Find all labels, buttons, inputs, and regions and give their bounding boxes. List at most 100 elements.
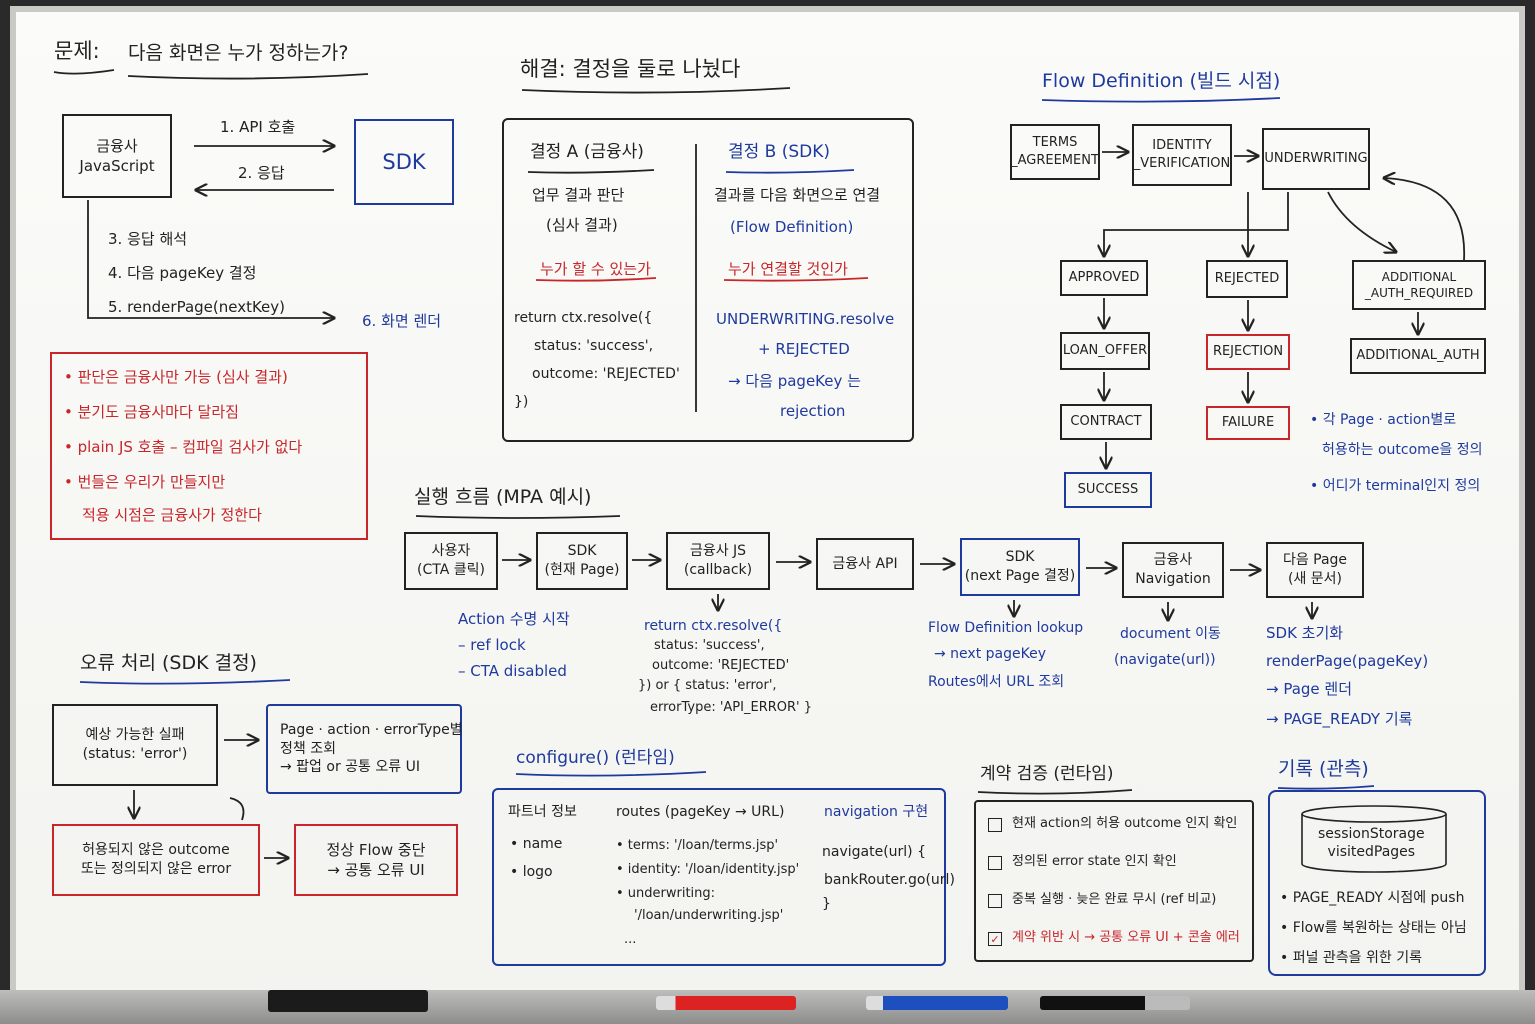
exec-bank-api-label: 금융사 API bbox=[832, 555, 898, 572]
node-failure: FAILURE bbox=[1206, 406, 1290, 440]
contract-checkbox-checked: ✓ bbox=[988, 932, 1002, 946]
exec-sdk-current: SDK (현재 Page) bbox=[536, 532, 628, 590]
decision-a-code-1: return ctx.resolve({ bbox=[514, 310, 653, 326]
node-underwriting-label: UNDERWRITING bbox=[1264, 151, 1368, 167]
decision-b-code-2: + REJECTED bbox=[758, 340, 850, 358]
exec-next-page-label: 다음 Page (새 문서) bbox=[1282, 552, 1348, 587]
note-user-2: – ref lock bbox=[458, 636, 526, 654]
issue-5: 적용 시점은 금융사가 정한다 bbox=[82, 506, 262, 524]
connector-arrows bbox=[53, 69, 1465, 990]
contract-item-3: 중복 실행 · 늦은 완료 무시 (ref 비교) bbox=[1012, 892, 1217, 907]
partner-item-2: • logo bbox=[510, 864, 553, 880]
node-approved-label: APPROVED bbox=[1068, 270, 1140, 286]
step-1: 1. API 호출 bbox=[220, 118, 296, 136]
flow-note-3: • 어디가 terminal인지 정의 bbox=[1310, 478, 1481, 494]
err-policy-label: Page · action · errorType별 정책 조회 → 팝업 or… bbox=[280, 721, 463, 776]
note-next-3: → Page 렌더 bbox=[1266, 680, 1353, 698]
err-stop: 정상 Flow 중단 → 공통 오류 UI bbox=[294, 824, 458, 896]
node-underwriting: UNDERWRITING bbox=[1262, 128, 1370, 190]
problem-title-prefix: 문제: bbox=[54, 39, 100, 63]
errors-title: 오류 처리 (SDK 결정) bbox=[80, 652, 257, 674]
configure-box: 파트너 정보 • name • logo routes (pageKey → U… bbox=[492, 788, 955, 966]
node-identity-label: IDENTITY _VERIFICATION bbox=[1133, 138, 1231, 171]
note-js-3: outcome: 'REJECTED' bbox=[652, 658, 790, 673]
node-terms-label: TERMS _AGREEMENT bbox=[1011, 135, 1099, 168]
exec-title: 실행 흐름 (MPA 예시) bbox=[414, 486, 592, 508]
issue-4: • 번들은 우리가 만들지만 bbox=[64, 473, 226, 491]
contract-box: 현재 action의 허용 outcome 인지 확인 정의된 error st… bbox=[974, 800, 1254, 962]
contract-checkbox-3 bbox=[988, 894, 1002, 908]
node-rejection: REJECTION bbox=[1206, 334, 1290, 370]
marker-tray bbox=[0, 990, 1535, 1024]
note-next-4: → PAGE_READY 기록 bbox=[1266, 710, 1413, 728]
sdk-box: SDK bbox=[354, 119, 454, 205]
node-contract-label: CONTRACT bbox=[1070, 414, 1142, 430]
whiteboard: 문제: 다음 화면은 누가 정하는가? 금융사 JavaScript SDK 1… bbox=[10, 6, 1525, 996]
route-2: • identity: '/loan/identity.jsp' bbox=[616, 862, 800, 877]
route-4: '/loan/underwriting.jsp' bbox=[634, 908, 784, 923]
issue-1: • 판단은 금융사만 가능 (심사 결과) bbox=[64, 368, 288, 386]
blue-marker-icon bbox=[866, 996, 1008, 1010]
contract-checkbox-1 bbox=[988, 818, 1002, 832]
exec-bank-navigation-label: 금융사 Navigation bbox=[1135, 552, 1211, 587]
node-identity: IDENTITY _VERIFICATION bbox=[1132, 124, 1232, 186]
node-additional-auth: ADDITIONAL_AUTH bbox=[1350, 338, 1486, 374]
node-rejected-label: REJECTED bbox=[1214, 271, 1280, 287]
route-3: • underwriting: bbox=[616, 886, 716, 901]
contract-item-4: 계약 위반 시 → 공통 오류 UI + 콘솔 에러 bbox=[1012, 930, 1240, 945]
solution-box: 결정 A (금융사) 업무 결과 판단 (심사 결과) 누가 할 수 있는가 r… bbox=[502, 118, 914, 442]
contract-item-2: 정의된 error state 인지 확인 bbox=[1012, 854, 1177, 869]
decision-a-desc: 업무 결과 판단 bbox=[532, 186, 625, 204]
decision-b-desc2: (Flow Definition) bbox=[730, 218, 854, 236]
err-expected: 예상 가능한 실패 (status: 'error') bbox=[52, 704, 218, 786]
decision-a-desc2: (심사 결과) bbox=[546, 216, 618, 234]
nav-code-2: bankRouter.go(url) bbox=[824, 872, 955, 888]
exec-bank-js: 금융사 JS (callback) bbox=[666, 532, 770, 590]
contract-checkbox-2 bbox=[988, 856, 1002, 870]
problem-issues-box: • 판단은 금융사만 가능 (심사 결과) • 분기도 금융사마다 달라짐 • … bbox=[50, 352, 368, 540]
route-1: • terms: '/loan/terms.jsp' bbox=[616, 838, 779, 853]
step-3: 3. 응답 해석 bbox=[108, 230, 188, 248]
err-policy: Page · action · errorType별 정책 조회 → 팝업 or… bbox=[266, 704, 463, 794]
problem-title: 다음 화면은 누가 정하는가? bbox=[128, 42, 349, 64]
node-failure-label: FAILURE bbox=[1221, 415, 1275, 431]
record-item-2: • Flow를 복원하는 상태는 아님 bbox=[1280, 920, 1467, 936]
node-success-label: SUCCESS bbox=[1077, 482, 1139, 498]
partner-heading: 파트너 정보 bbox=[508, 804, 577, 820]
contract-title: 계약 검증 (런타임) bbox=[980, 764, 1114, 784]
bank-js-label: 금융사 JavaScript bbox=[79, 136, 155, 175]
session-storage-label: sessionStorage visitedPages bbox=[1318, 826, 1425, 860]
black-marker-icon bbox=[1040, 996, 1190, 1010]
session-storage-cylinder-icon bbox=[1301, 805, 1447, 873]
decision-a-code-4: }) bbox=[514, 394, 529, 410]
note-js-5: errorType: 'API_ERROR' } bbox=[650, 700, 813, 715]
err-expected-label: 예상 가능한 실패 (status: 'error') bbox=[82, 727, 188, 762]
node-loan-offer: LOAN_OFFER bbox=[1060, 332, 1150, 370]
flow-note-2: 허용하는 outcome을 정의 bbox=[1322, 442, 1483, 458]
record-box: sessionStorage visitedPages • PAGE_READY… bbox=[1268, 790, 1486, 976]
record-title: 기록 (관측) bbox=[1278, 758, 1369, 780]
decision-a-code-3: outcome: 'REJECTED' bbox=[532, 366, 680, 382]
exec-user-label: 사용자 (CTA 클릭) bbox=[417, 543, 485, 578]
exec-sdk-next-label: SDK (next Page 결정) bbox=[964, 549, 1076, 584]
exec-bank-navigation: 금융사 Navigation bbox=[1122, 542, 1224, 598]
step-5: 5. renderPage(nextKey) bbox=[108, 298, 286, 316]
exec-next-page: 다음 Page (새 문서) bbox=[1266, 542, 1364, 598]
step-6: 6. 화면 렌더 bbox=[362, 312, 442, 330]
node-success: SUCCESS bbox=[1064, 472, 1152, 508]
decision-a-title: 결정 A (금융사) bbox=[530, 142, 644, 162]
solution-title: 해결: 결정을 둘로 나눴다 bbox=[520, 57, 741, 81]
err-unexpected: 허용되지 않은 outcome 또는 정의되지 않은 error bbox=[52, 824, 260, 896]
decision-a-code-2: status: 'success', bbox=[534, 338, 654, 354]
bank-js-box: 금융사 JavaScript bbox=[62, 114, 172, 198]
routes-heading: routes (pageKey → URL) bbox=[616, 804, 785, 820]
note-sdk-1: Flow Definition lookup bbox=[928, 620, 1084, 636]
decision-b-code-4: rejection bbox=[780, 402, 846, 420]
note-next-1: SDK 초기화 bbox=[1266, 624, 1344, 642]
note-sdk-3: Routes에서 URL 조회 bbox=[928, 674, 1065, 690]
note-nav-1: document 이동 bbox=[1120, 626, 1221, 642]
sdk-label: SDK bbox=[382, 150, 426, 174]
record-item-1: • PAGE_READY 시점에 push bbox=[1280, 890, 1465, 906]
decision-b-title: 결정 B (SDK) bbox=[728, 142, 831, 162]
exec-bank-api: 금융사 API bbox=[816, 538, 914, 590]
